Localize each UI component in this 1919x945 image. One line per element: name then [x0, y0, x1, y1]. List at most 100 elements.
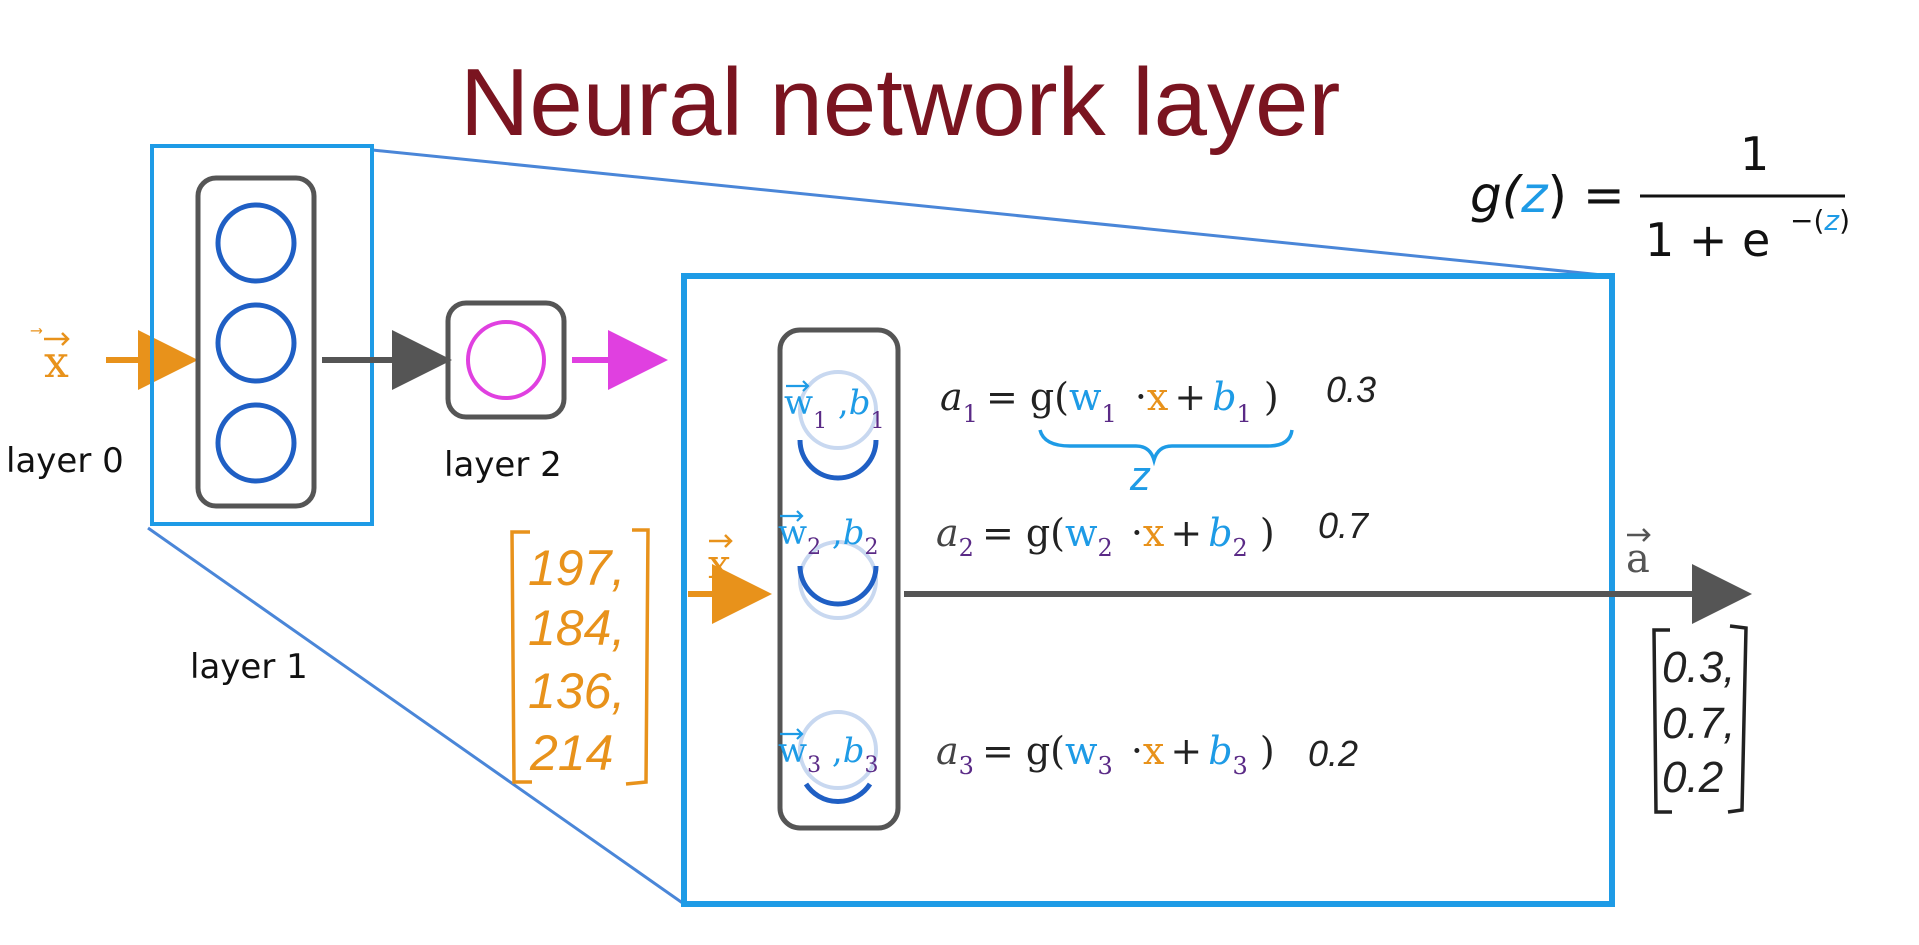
layer2-unit-box: [445, 300, 567, 420]
unit-3-value: 0.2: [1308, 733, 1358, 774]
unit-1-eq-w-sub: 1: [1102, 400, 1117, 428]
unit-2-value: 0.7: [1318, 505, 1370, 546]
input-x-left-vector-arrow: ⃗: [30, 328, 43, 334]
unit-3-params: w3 ,b3: [778, 731, 879, 778]
unit-1-value: 0.3: [1326, 369, 1376, 410]
unit-1-dot: ·: [1135, 375, 1147, 419]
unit-2-a-sub: 2: [959, 534, 974, 562]
unit-3-w: w: [778, 731, 807, 771]
layer1-neuron-3: [215, 402, 297, 484]
sigmoid-exp-z: z: [1823, 204, 1840, 237]
unit-3-b: b: [843, 731, 865, 771]
unit-1-eq: = g(: [986, 375, 1069, 419]
layer1-label: layer 1: [190, 647, 308, 687]
unit-3-w-sub: 3: [807, 753, 821, 778]
zoom-neuron-1: [798, 370, 878, 450]
zoom-neuron-3-arc: [803, 782, 873, 804]
unit-3-eq-w: w: [1065, 729, 1098, 773]
unit-2-plus: +: [1170, 511, 1202, 555]
unit-1-eq-w: w: [1069, 375, 1102, 419]
input-value-1: 197,: [528, 540, 625, 596]
zoom-neuron-3: [798, 710, 878, 790]
zoom-neurons: [797, 370, 879, 804]
unit-1-close: ): [1264, 375, 1279, 419]
unit-1-plus: +: [1174, 375, 1206, 419]
unit-2-b-sub: 2: [865, 535, 879, 560]
unit-3-close: ): [1260, 729, 1275, 773]
unit-1-w-sub: 1: [813, 409, 827, 434]
output-bracket-left: [1652, 628, 1672, 814]
sigmoid-lhs: g(: [1470, 166, 1524, 224]
output-value-2: 0.7,: [1662, 699, 1735, 748]
layer0-label: layer 0: [6, 441, 124, 481]
vector-arrow-icon: [780, 728, 804, 740]
layer2-neuron: [466, 320, 546, 400]
input-value-4: 214: [529, 725, 613, 781]
sigmoid-z: z: [1520, 166, 1549, 224]
sigmoid-formula: g(z) = 1 1 + e −(z): [1470, 127, 1850, 267]
unit-3-eq-w-sub: 3: [1098, 752, 1113, 780]
unit-2-dot: ·: [1131, 511, 1143, 555]
input-x-zoom: x: [708, 542, 731, 588]
svg-text:w2 ,b2: w2 ,b2: [778, 513, 879, 560]
zoom-unit-box: [777, 327, 901, 831]
unit-2-eq: = g(: [982, 511, 1065, 555]
page-title: Neural network layer: [460, 49, 1340, 156]
input-x-left: x: [44, 337, 69, 388]
input-value-3: 136,: [528, 663, 625, 719]
svg-text:a2= g(w2·x+b2): a2= g(w2·x+b2): [936, 511, 1275, 562]
output-a-symbol: a: [1626, 536, 1650, 582]
svg-text:−(z): −(z): [1790, 204, 1850, 237]
unit-2-w-sub: 2: [807, 535, 821, 560]
sigmoid-denominator: 1 + e: [1645, 213, 1770, 267]
unit-1-params: w1 ,b1: [784, 383, 885, 434]
unit-2-w: w: [778, 513, 807, 553]
input-bracket-right: [625, 528, 650, 786]
unit-1-equation: a1= g(w1·x+b1) 0.3 z: [940, 369, 1376, 499]
layer2-label: layer 2: [444, 445, 562, 485]
vector-arrow-icon: [780, 510, 804, 522]
zoom-line-bottom: [147, 526, 685, 906]
zoom-line-top: [371, 148, 1613, 278]
unit-3-dot: ·: [1131, 729, 1143, 773]
output-vector: 0.3, 0.7, 0.2: [1652, 624, 1748, 814]
vector-arrow-icon: [709, 534, 733, 548]
output-value-3: 0.2: [1662, 753, 1723, 802]
svg-text:g(z) =: g(z) =: [1470, 166, 1625, 224]
unit-2-equation: a2= g(w2·x+b2) 0.7: [936, 505, 1370, 562]
layer1-neuron-2: [215, 302, 297, 384]
unit-3-equation: a3= g(w3·x+b3) 0.2: [936, 729, 1358, 780]
w-vector-arrows: [780, 380, 810, 740]
unit-2-eq-b: b: [1208, 511, 1232, 555]
unit-1-eq-b-sub: 1: [1237, 400, 1252, 428]
unit-1-a: a: [940, 375, 963, 419]
unit-2-close: ): [1260, 511, 1275, 555]
svg-text:a1= g(w1·x+b1): a1= g(w1·x+b1): [940, 375, 1279, 428]
z-brace: [1038, 429, 1294, 467]
unit-1-w: w: [784, 383, 813, 423]
layer1-neuron-1: [215, 202, 297, 284]
svg-text:a3= g(w3·x+b3): a3= g(w3·x+b3): [936, 729, 1275, 780]
unit-3-plus: +: [1170, 729, 1202, 773]
unit-1-b: b: [849, 383, 871, 423]
unit-1-eq-b: b: [1212, 375, 1236, 419]
unit-2-b: b: [843, 513, 865, 553]
input-vector: 197, 184, 136, 214: [510, 528, 650, 786]
unit-2-x: x: [1143, 511, 1164, 555]
unit-2-eq-b-sub: 2: [1233, 534, 1248, 562]
unit-2-eq-w: w: [1065, 511, 1098, 555]
zoom-neuron-2-arc: [797, 565, 879, 607]
input-bracket-left: [510, 530, 532, 784]
vector-arrow-icon: [786, 380, 810, 392]
unit-1-b-sub: 1: [871, 409, 885, 434]
zoom-neuron-1-arc: [797, 439, 879, 481]
svg-text:w3 ,b3: w3 ,b3: [778, 731, 879, 778]
input-value-2: 184,: [528, 600, 625, 656]
output-value-1: 0.3,: [1662, 643, 1735, 692]
svg-text:1 + e: 1 + e: [1645, 213, 1770, 267]
unit-2-a: a: [936, 511, 959, 555]
sigmoid-exp-sign: −(: [1790, 204, 1824, 237]
sigmoid-exp-close: ): [1839, 204, 1850, 237]
unit-3-a: a: [936, 729, 959, 773]
unit-3-a-sub: 3: [959, 752, 974, 780]
